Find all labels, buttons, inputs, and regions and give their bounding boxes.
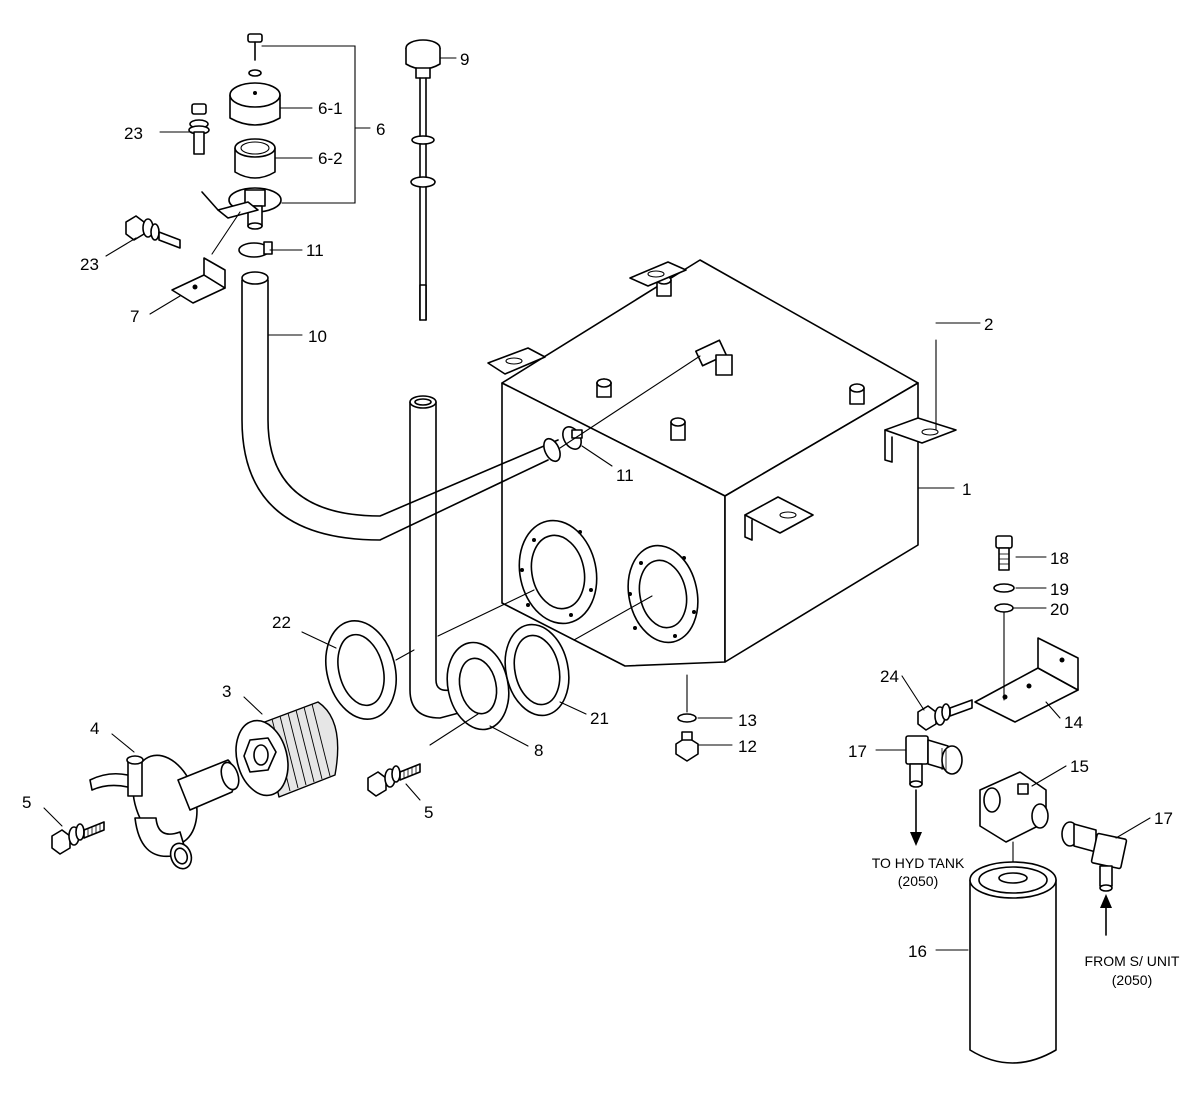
callout-3: 3 [222, 682, 231, 701]
breather-bracket [171, 191, 259, 304]
return-pipe [241, 271, 561, 541]
callout-14: 14 [1064, 713, 1083, 732]
dipstick [405, 39, 441, 321]
callout-4: 4 [90, 719, 99, 738]
bolt-18 [995, 535, 1013, 571]
callout-12: 12 [738, 737, 757, 756]
callout-1: 1 [962, 480, 971, 499]
callout-11-upper: 11 [306, 241, 324, 260]
callout-11-lower: 11 [616, 466, 634, 485]
suction-strainer [235, 701, 339, 798]
callout-17-right: 17 [1154, 809, 1173, 828]
callout-15: 15 [1070, 757, 1089, 776]
suction-elbow [89, 754, 240, 870]
callout-17-left: 17 [848, 742, 867, 761]
callout-6-1: 6-1 [318, 99, 343, 118]
callout-6-2: 6-2 [318, 149, 343, 168]
hose-clamp-upper [238, 241, 273, 258]
washer-19 [993, 583, 1015, 593]
callouts: 1 2 3 4 5 5 6 6-1 6-2 7 8 9 10 11 11 12 … [22, 50, 1173, 961]
washer-20 [994, 603, 1014, 613]
bolt-5-center [367, 763, 421, 797]
callout-21: 21 [590, 709, 609, 728]
callout-18: 18 [1050, 549, 1069, 568]
callout-24: 24 [880, 667, 899, 686]
bolt-24 [917, 699, 973, 731]
filter-head [979, 771, 1049, 863]
gasket-22 [325, 619, 397, 721]
flow-arrow-to-hyd-tank [910, 789, 922, 846]
callout-23-lower: 23 [80, 255, 99, 274]
leader-lines [43, 45, 1151, 951]
callout-2: 2 [984, 315, 993, 334]
fitting-17-left [905, 735, 963, 788]
filter-element [969, 861, 1057, 1064]
callout-16: 16 [908, 942, 927, 961]
callout-6: 6 [376, 120, 385, 139]
filter-bracket [974, 637, 1079, 723]
note-to-hyd-tank-line1: TO HYD TANK [872, 855, 965, 871]
callout-23-upper: 23 [124, 124, 143, 143]
callout-13: 13 [738, 711, 757, 730]
note-to-hyd-tank-line2: (2050) [898, 873, 938, 889]
callout-7: 7 [130, 307, 139, 326]
bolt-23-lower [125, 215, 181, 249]
callout-10: 10 [308, 327, 327, 346]
bolt-23-upper [188, 103, 210, 155]
note-from-s-unit-line1: FROM S/ UNIT [1085, 953, 1180, 969]
fitting-17-right [1061, 821, 1128, 892]
callout-5-center: 5 [424, 803, 433, 822]
bolt-5-left [51, 821, 105, 855]
callout-19: 19 [1050, 580, 1069, 599]
suction-flange [446, 641, 510, 731]
callout-22: 22 [272, 613, 291, 632]
flow-arrow-from-s-unit [1100, 894, 1112, 936]
callout-9: 9 [460, 50, 469, 69]
gasket-21 [504, 623, 570, 717]
drain-plug [675, 713, 699, 762]
callout-8: 8 [534, 741, 543, 760]
flow-notes: TO HYD TANK (2050) FROM S/ UNIT (2050) [872, 855, 1180, 988]
callout-5-left: 5 [22, 793, 31, 812]
hydraulic-tank [487, 259, 957, 667]
note-from-s-unit-line2: (2050) [1112, 972, 1152, 988]
callout-20: 20 [1050, 600, 1069, 619]
breather-assembly [228, 33, 282, 230]
